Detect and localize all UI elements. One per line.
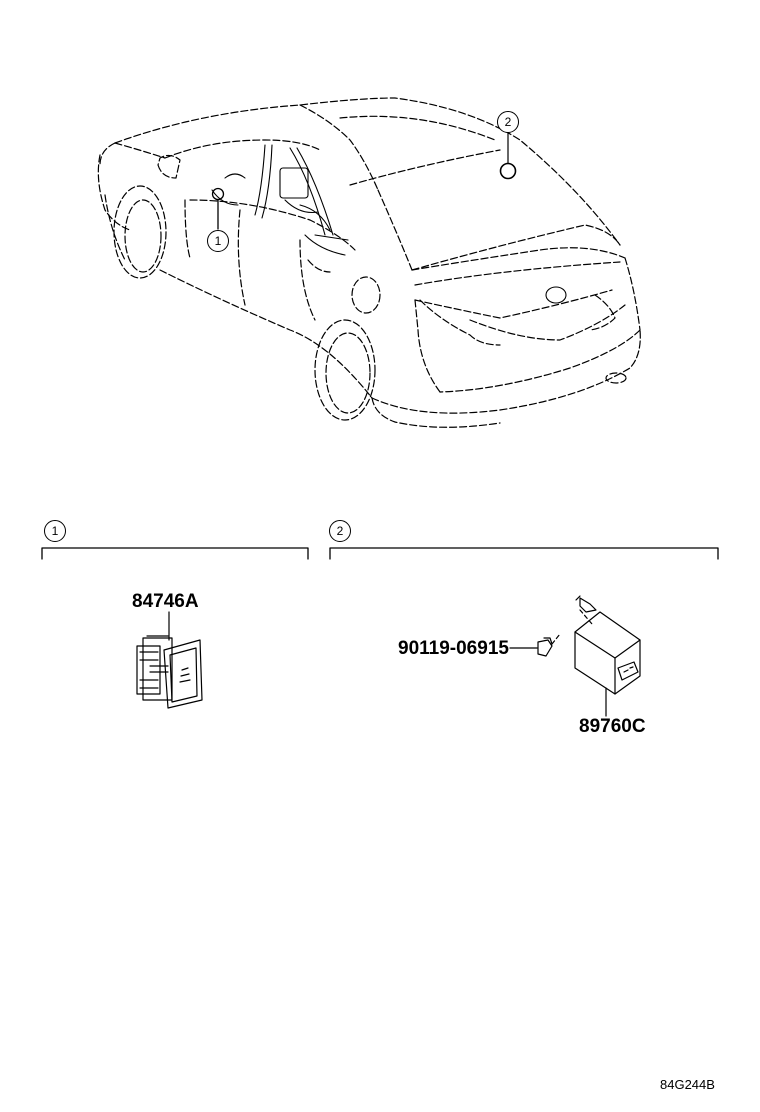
callout-two-section: 2 [329, 520, 351, 542]
marker-one [211, 187, 225, 230]
part-number-module[interactable]: 89760C [579, 716, 646, 737]
car-interior [211, 144, 567, 304]
car-wheels [113, 185, 376, 421]
callout-two-car: 2 [497, 111, 519, 133]
marker-two [499, 131, 517, 180]
part-number-bolt[interactable]: 90119-06915 [398, 638, 509, 659]
part-number-switch[interactable]: 84746A [132, 591, 199, 612]
callout-one-section: 1 [44, 520, 66, 542]
callout-one-car: 1 [207, 230, 229, 252]
car-outline [97, 97, 641, 428]
bolt-part-drawing [509, 633, 561, 657]
module-part-drawing [574, 595, 641, 717]
section-brackets [41, 547, 719, 560]
drawing-code: 84G244B [660, 1077, 715, 1092]
switch-part-drawing [136, 611, 203, 709]
